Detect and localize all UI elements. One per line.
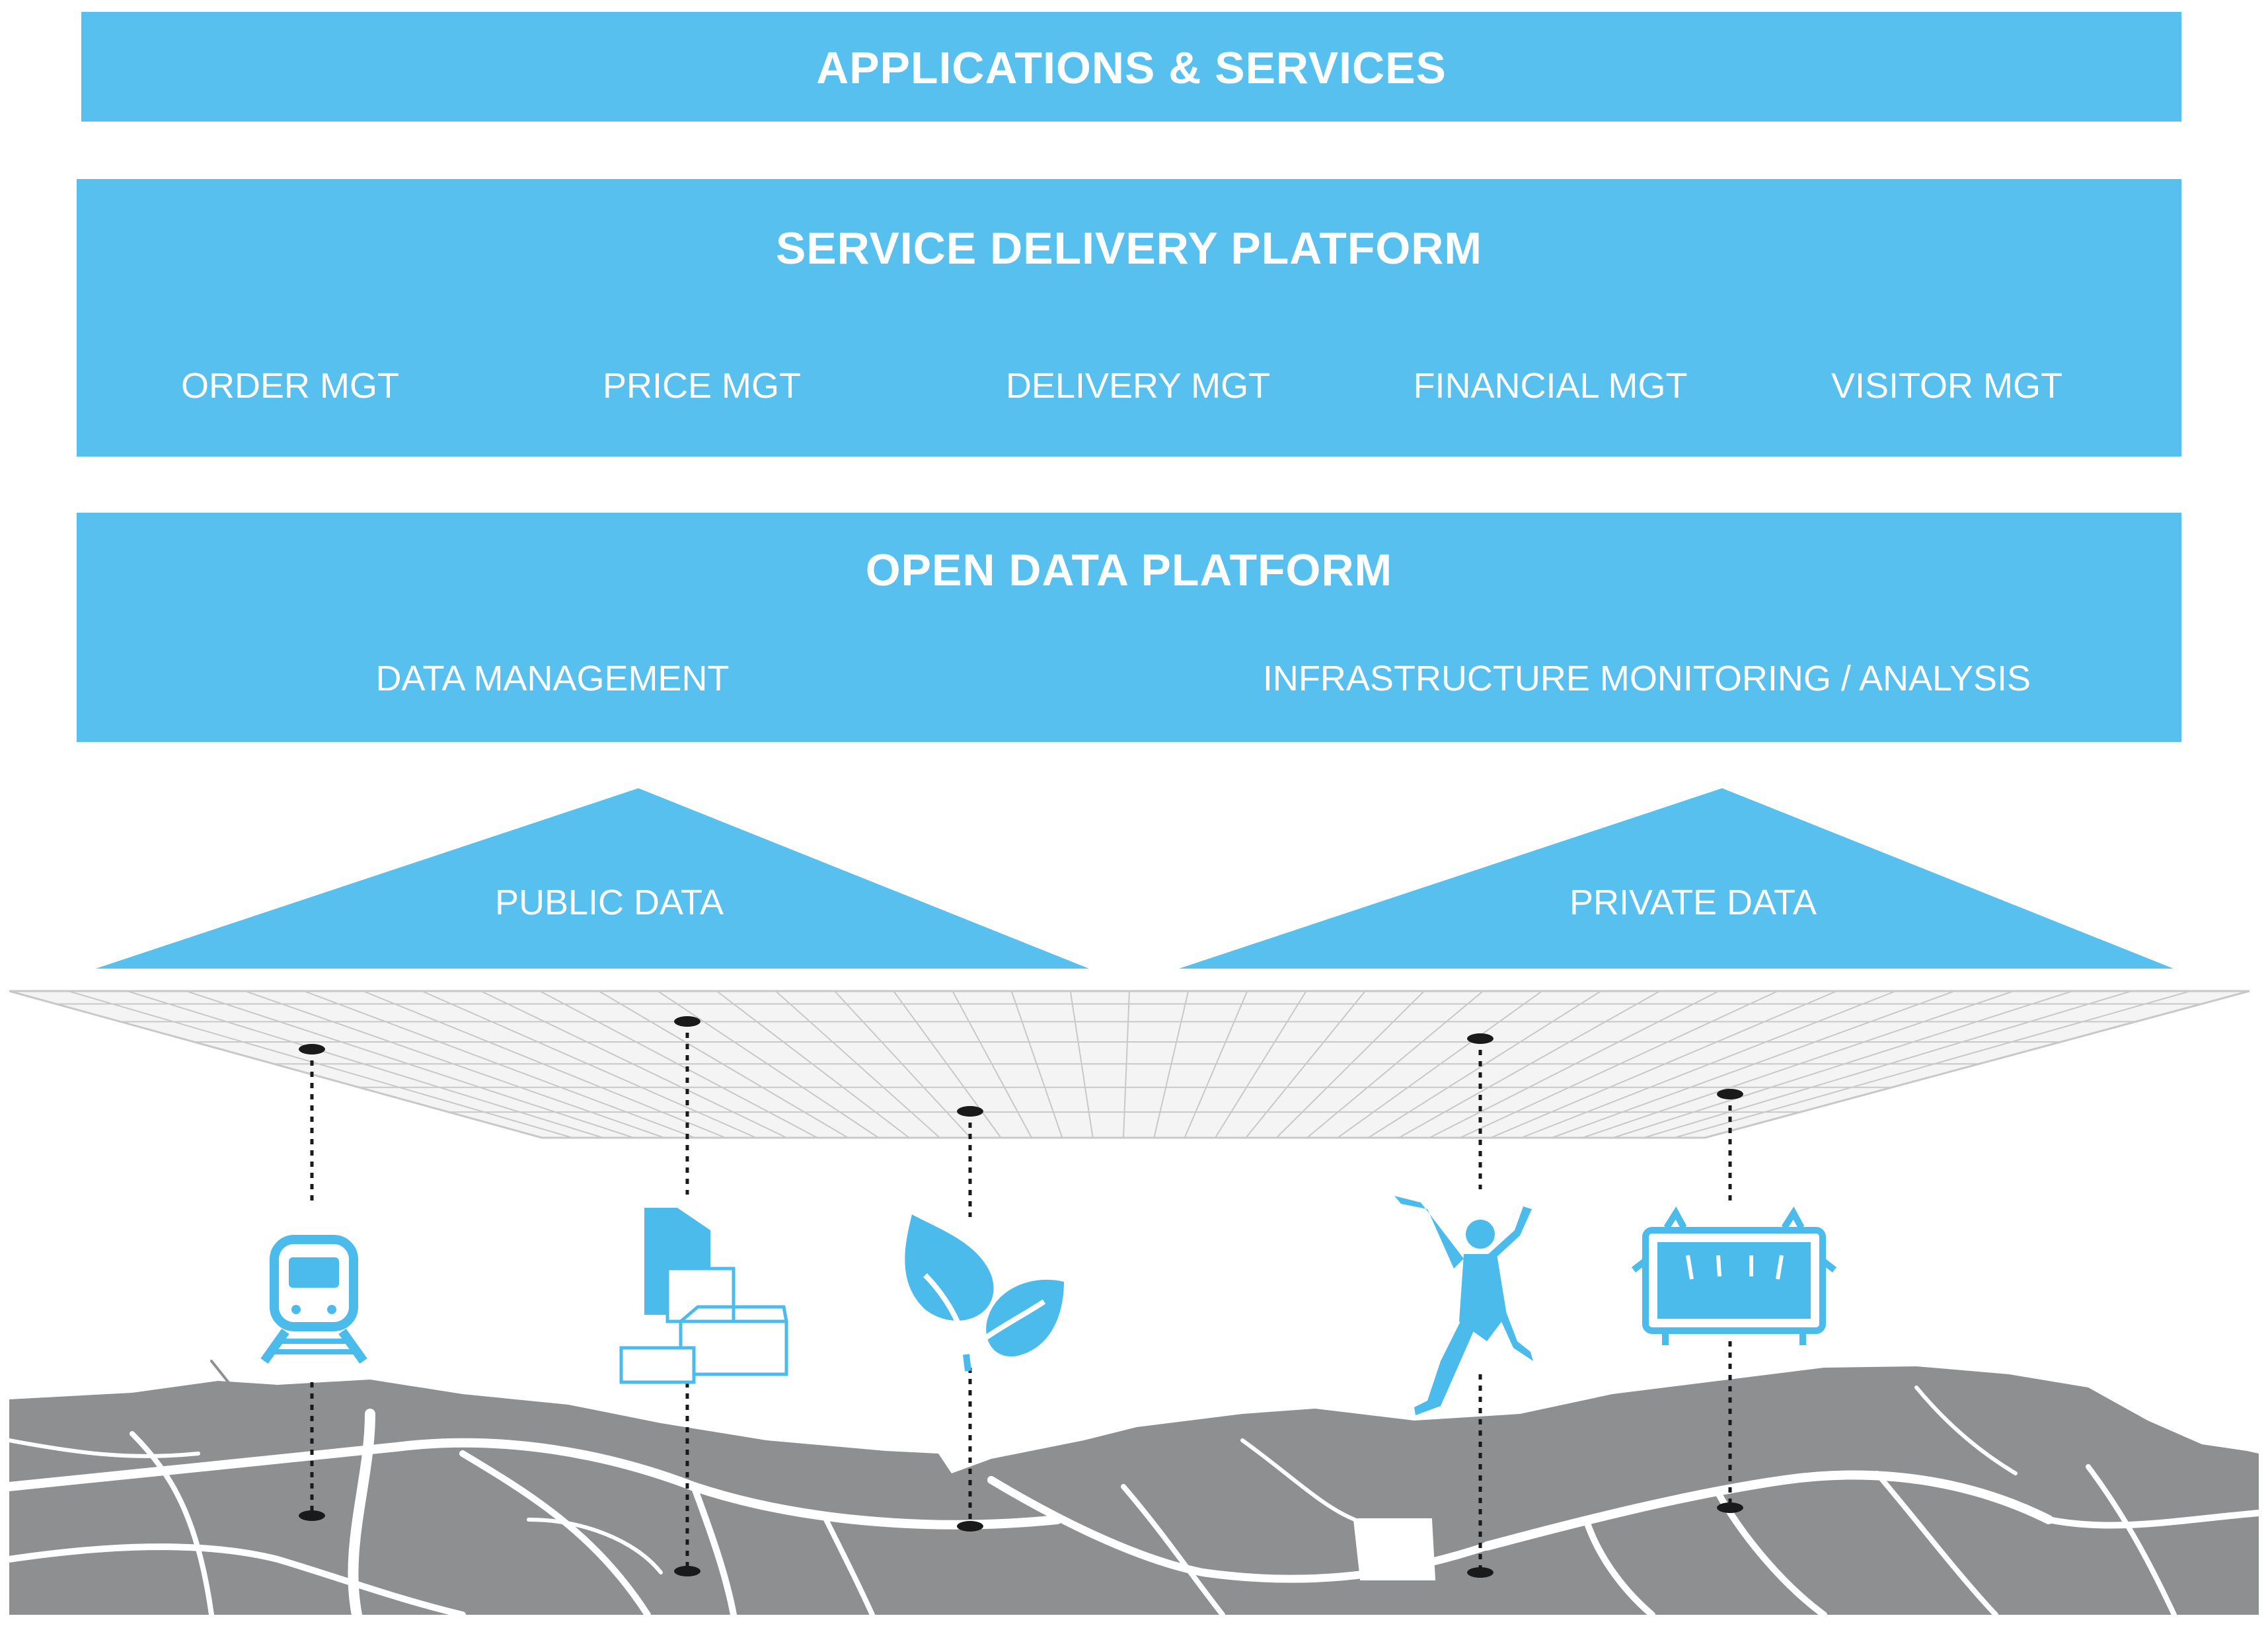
city-map-shape xyxy=(9,1366,2259,1615)
connector-node xyxy=(674,1566,700,1576)
connector-node xyxy=(1467,1567,1493,1578)
buildings-icon xyxy=(619,1208,788,1384)
private-data-source: PRIVATE DATA xyxy=(1179,788,2174,969)
public-data-source: PUBLIC DATA xyxy=(96,788,1089,969)
train-icon xyxy=(260,1235,367,1364)
public-data-triangle xyxy=(96,788,1089,969)
street-network xyxy=(5,1360,2262,1620)
grid-lines xyxy=(56,990,2202,1138)
visitor-mgt-label: VISITOR MGT xyxy=(1831,366,2063,406)
connector-node xyxy=(299,1510,325,1521)
connector-node xyxy=(1717,1502,1743,1513)
connector-node xyxy=(1467,1033,1493,1044)
private-data-triangle xyxy=(1179,788,2174,969)
public-data-label: PUBLIC DATA xyxy=(495,883,724,922)
delivery-mgt-label: DELIVERY MGT xyxy=(1005,366,1271,406)
order-mgt-label: ORDER MGT xyxy=(181,366,399,406)
applications-services-title: APPLICATIONS & SERVICES xyxy=(816,43,1447,93)
open-data-platform-title: OPEN DATA PLATFORM xyxy=(865,545,1393,595)
billboard-icon xyxy=(1631,1206,1837,1345)
financial-mgt-label: FINANCIAL MGT xyxy=(1413,366,1688,406)
service-delivery-platform-layer: SERVICE DELIVERY PLATFORM ORDER MGT PRIC… xyxy=(77,179,2181,457)
service-delivery-platform-title: SERVICE DELIVERY PLATFORM xyxy=(775,223,1483,274)
connector-node xyxy=(299,1044,325,1054)
connector-node xyxy=(957,1521,983,1532)
applications-services-layer: APPLICATIONS & SERVICES xyxy=(81,12,2181,122)
jumping-person-icon xyxy=(1394,1196,1533,1415)
connectors xyxy=(299,1016,1743,1578)
connector-node xyxy=(674,1016,700,1027)
data-management-label: DATA MANAGEMENT xyxy=(375,659,730,698)
connector-node xyxy=(1717,1089,1743,1099)
price-mgt-label: PRICE MGT xyxy=(602,366,801,406)
sensor-grid-plane xyxy=(9,990,2250,1139)
city-map xyxy=(5,1360,2262,1620)
infrastructure-monitoring-label: INFRASTRUCTURE MONITORING / ANALYSIS xyxy=(1262,659,2031,698)
leaves-icon xyxy=(905,1214,1064,1372)
connector-node xyxy=(957,1106,983,1117)
private-data-label: PRIVATE DATA xyxy=(1569,883,1817,922)
open-data-platform-layer: OPEN DATA PLATFORM DATA MANAGEMENT INFRA… xyxy=(77,513,2181,742)
